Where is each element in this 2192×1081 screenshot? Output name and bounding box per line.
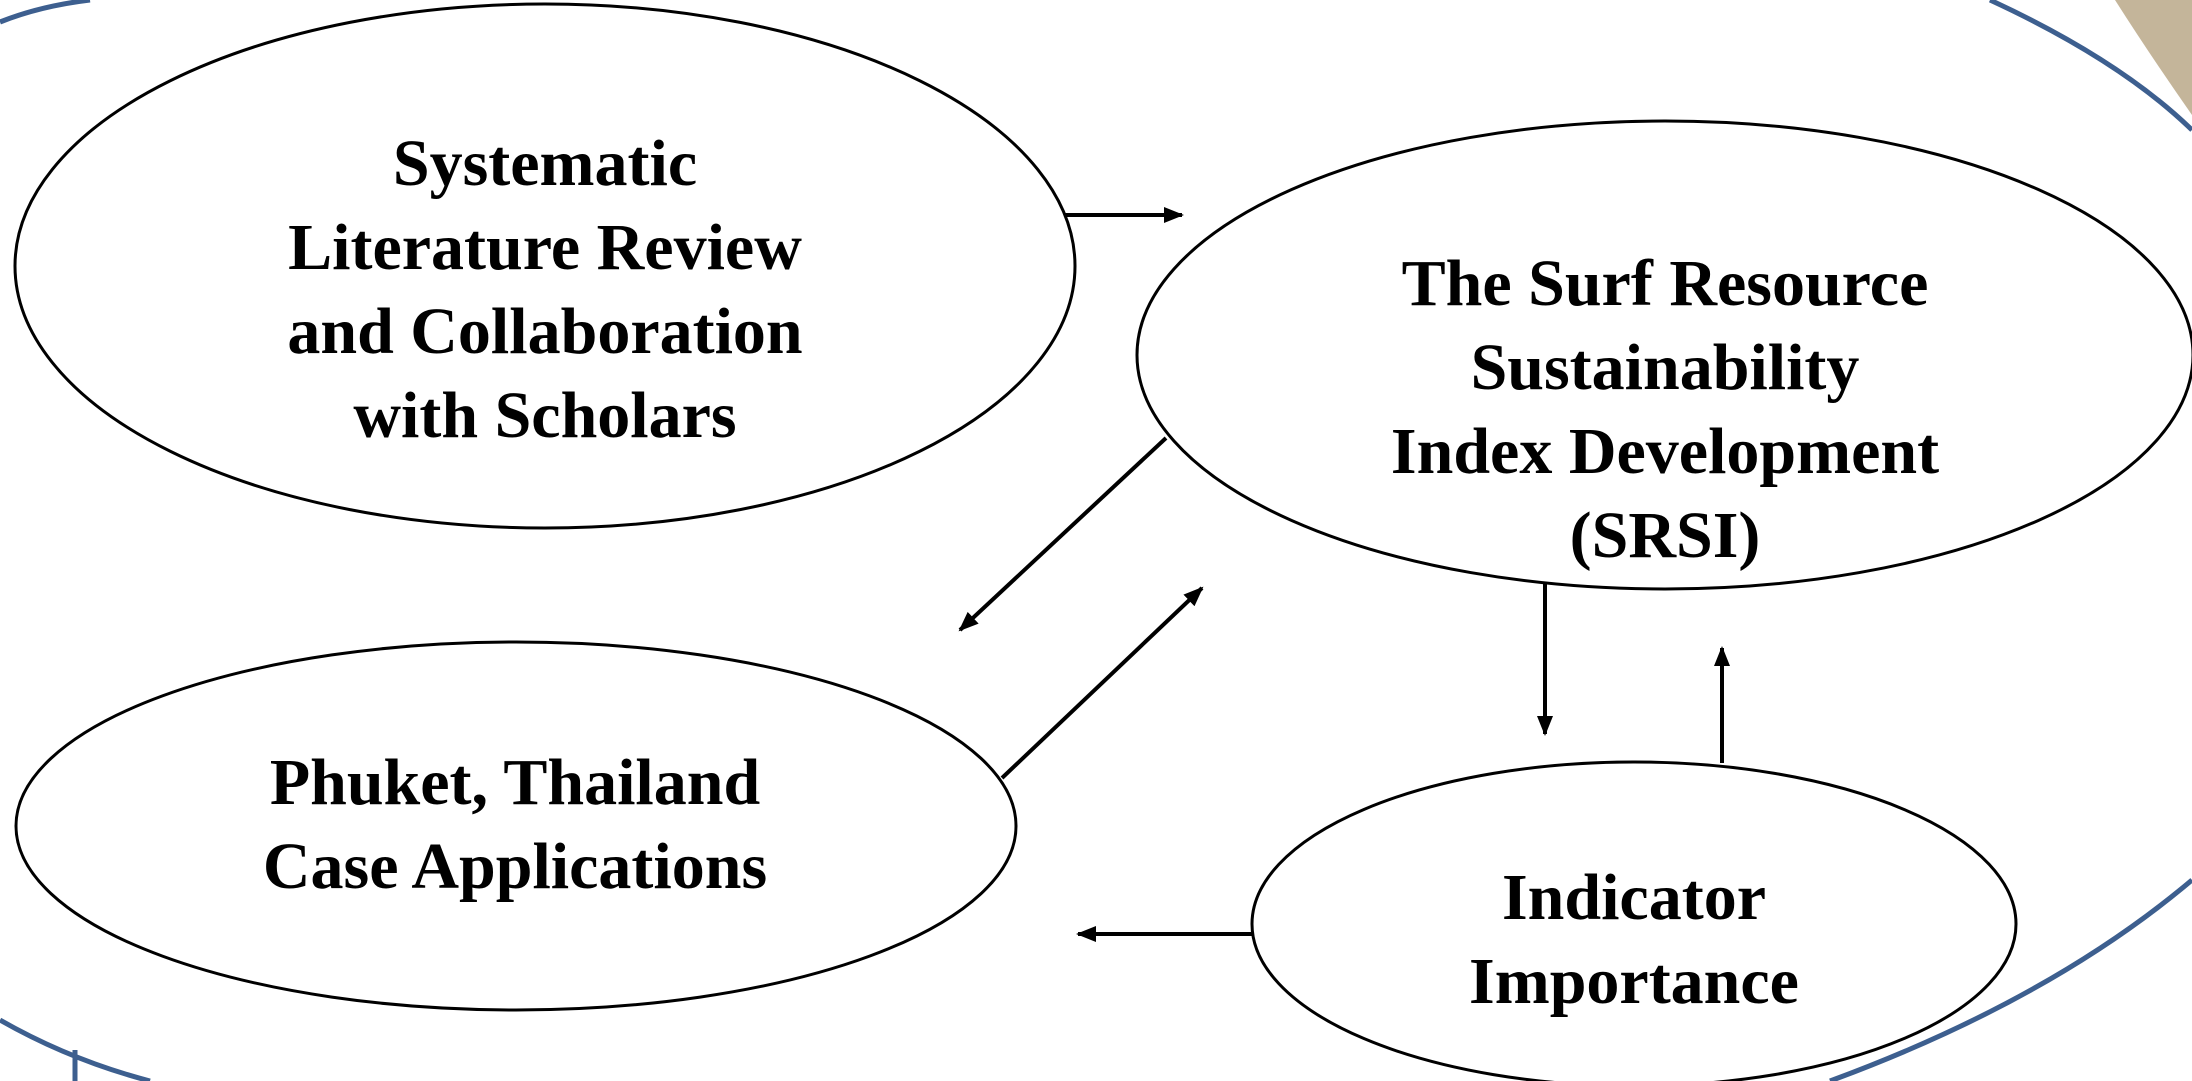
node-review-line: and Collaboration	[287, 295, 803, 368]
node-phuket-line: Phuket, Thailand	[269, 746, 761, 820]
node-srsi-line: Sustainability	[1470, 331, 1860, 405]
node-indicator-line: Importance	[1469, 945, 1799, 1018]
node-indicator-label: Indicator Importance	[1334, 820, 1934, 1060]
node-indicator-line: Indicator	[1502, 861, 1766, 935]
node-indicator-ellipse	[1250, 760, 2018, 1081]
frame-arc-bottom-right	[1829, 878, 2192, 1081]
node-srsi-line: (SRSI)	[1569, 498, 1761, 572]
frame-corner-top-right	[2115, 0, 2192, 115]
frame-arc-top-right	[1988, 0, 2192, 132]
node-phuket-line: Case Applications	[262, 830, 768, 903]
node-review-line: Systematic	[392, 127, 698, 201]
arrow-srsi-to-phuket	[958, 436, 1168, 632]
arrow-phuket-to-srsi	[1000, 586, 1204, 780]
node-phuket-ellipse	[14, 640, 1018, 1012]
node-srsi-label: The Surf Resource Sustainability Index D…	[1265, 200, 2065, 620]
node-srsi-line: Index Development	[1390, 415, 1940, 488]
node-review-line: Literature Review	[288, 211, 802, 285]
frame-arc-top-left	[0, 0, 91, 25]
node-review-label: Systematic Literature Review and Collabo…	[145, 90, 945, 490]
node-review-ellipse	[13, 2, 1077, 530]
node-phuket-label: Phuket, Thailand Case Applications	[115, 690, 915, 960]
node-review-line: with Scholars	[353, 378, 737, 452]
node-srsi-ellipse	[1135, 119, 2192, 591]
node-srsi-line: The Surf Resource	[1401, 247, 1929, 321]
